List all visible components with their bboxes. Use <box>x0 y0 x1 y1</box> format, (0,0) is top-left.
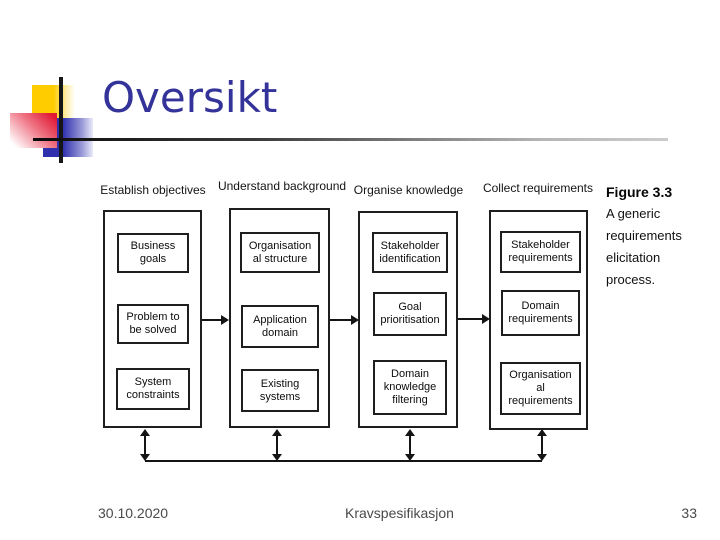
footer-date: 30.10.2020 <box>98 505 169 521</box>
page-title: Oversikt <box>102 73 278 122</box>
flow-arrow-icon <box>458 314 490 324</box>
feedback-arrow-icon <box>405 429 415 461</box>
process-box-organisational-requirements: Organisation al requirements <box>500 362 581 415</box>
feedback-arrow-icon <box>537 429 547 461</box>
flow-arrow-icon <box>202 315 229 325</box>
process-box-stakeholder-requirements: Stakeholder requirements <box>500 231 581 273</box>
decoration-yellow-square <box>32 85 75 118</box>
process-column-collect-requirements: Stakeholder requirements Domain requirem… <box>489 210 588 430</box>
process-column-organise-knowledge: Stakeholder identification Goal prioriti… <box>358 211 458 428</box>
figure-caption-line: elicitation <box>606 250 661 265</box>
column-header-collect-requirements: Collect requirements <box>482 181 594 195</box>
process-column-understand-background: Organisation al structure Application do… <box>229 208 330 428</box>
process-box-goal-prioritisation: Goal prioritisation <box>373 292 447 336</box>
process-box-organisational-structure: Organisation al structure <box>240 232 320 273</box>
process-box-domain-knowledge-filtering: Domain knowledge filtering <box>373 360 447 415</box>
process-box-existing-systems: Existing systems <box>241 369 319 412</box>
process-box-system-constraints: System constraints <box>116 368 190 410</box>
figure-caption-title: Figure 3.3 <box>606 184 673 200</box>
figure-caption: Figure 3.3 A generic requirements elicit… <box>606 181 706 291</box>
column-header-organise-knowledge: Organise knowledge <box>353 183 464 197</box>
flow-arrow-icon <box>330 315 359 325</box>
process-box-business-goals: Business goals <box>117 233 189 273</box>
process-box-application-domain: Application domain <box>241 305 319 348</box>
process-box-domain-requirements: Domain requirements <box>501 290 580 336</box>
feedback-arrow-icon <box>272 429 282 461</box>
title-underline <box>33 138 668 141</box>
footer-label: Kravspesifikasjon <box>345 505 454 521</box>
column-header-establish-objectives: Establish objectives <box>100 183 206 197</box>
process-column-establish-objectives: Business goals Problem to be solved Syst… <box>103 210 202 428</box>
feedback-line <box>145 460 542 462</box>
decoration-red-square <box>10 113 57 148</box>
decoration-vertical-line <box>59 77 63 163</box>
process-box-stakeholder-identification: Stakeholder identification <box>372 232 448 273</box>
column-header-understand-background: Understand background <box>217 179 347 193</box>
footer-page-number: 33 <box>681 505 697 521</box>
feedback-arrow-icon <box>140 429 150 461</box>
figure-caption-line: requirements <box>606 228 682 243</box>
figure-caption-line: process. <box>606 272 656 287</box>
figure-caption-line: A generic <box>606 206 661 221</box>
process-box-problem-to-be-solved: Problem to be solved <box>117 304 189 344</box>
